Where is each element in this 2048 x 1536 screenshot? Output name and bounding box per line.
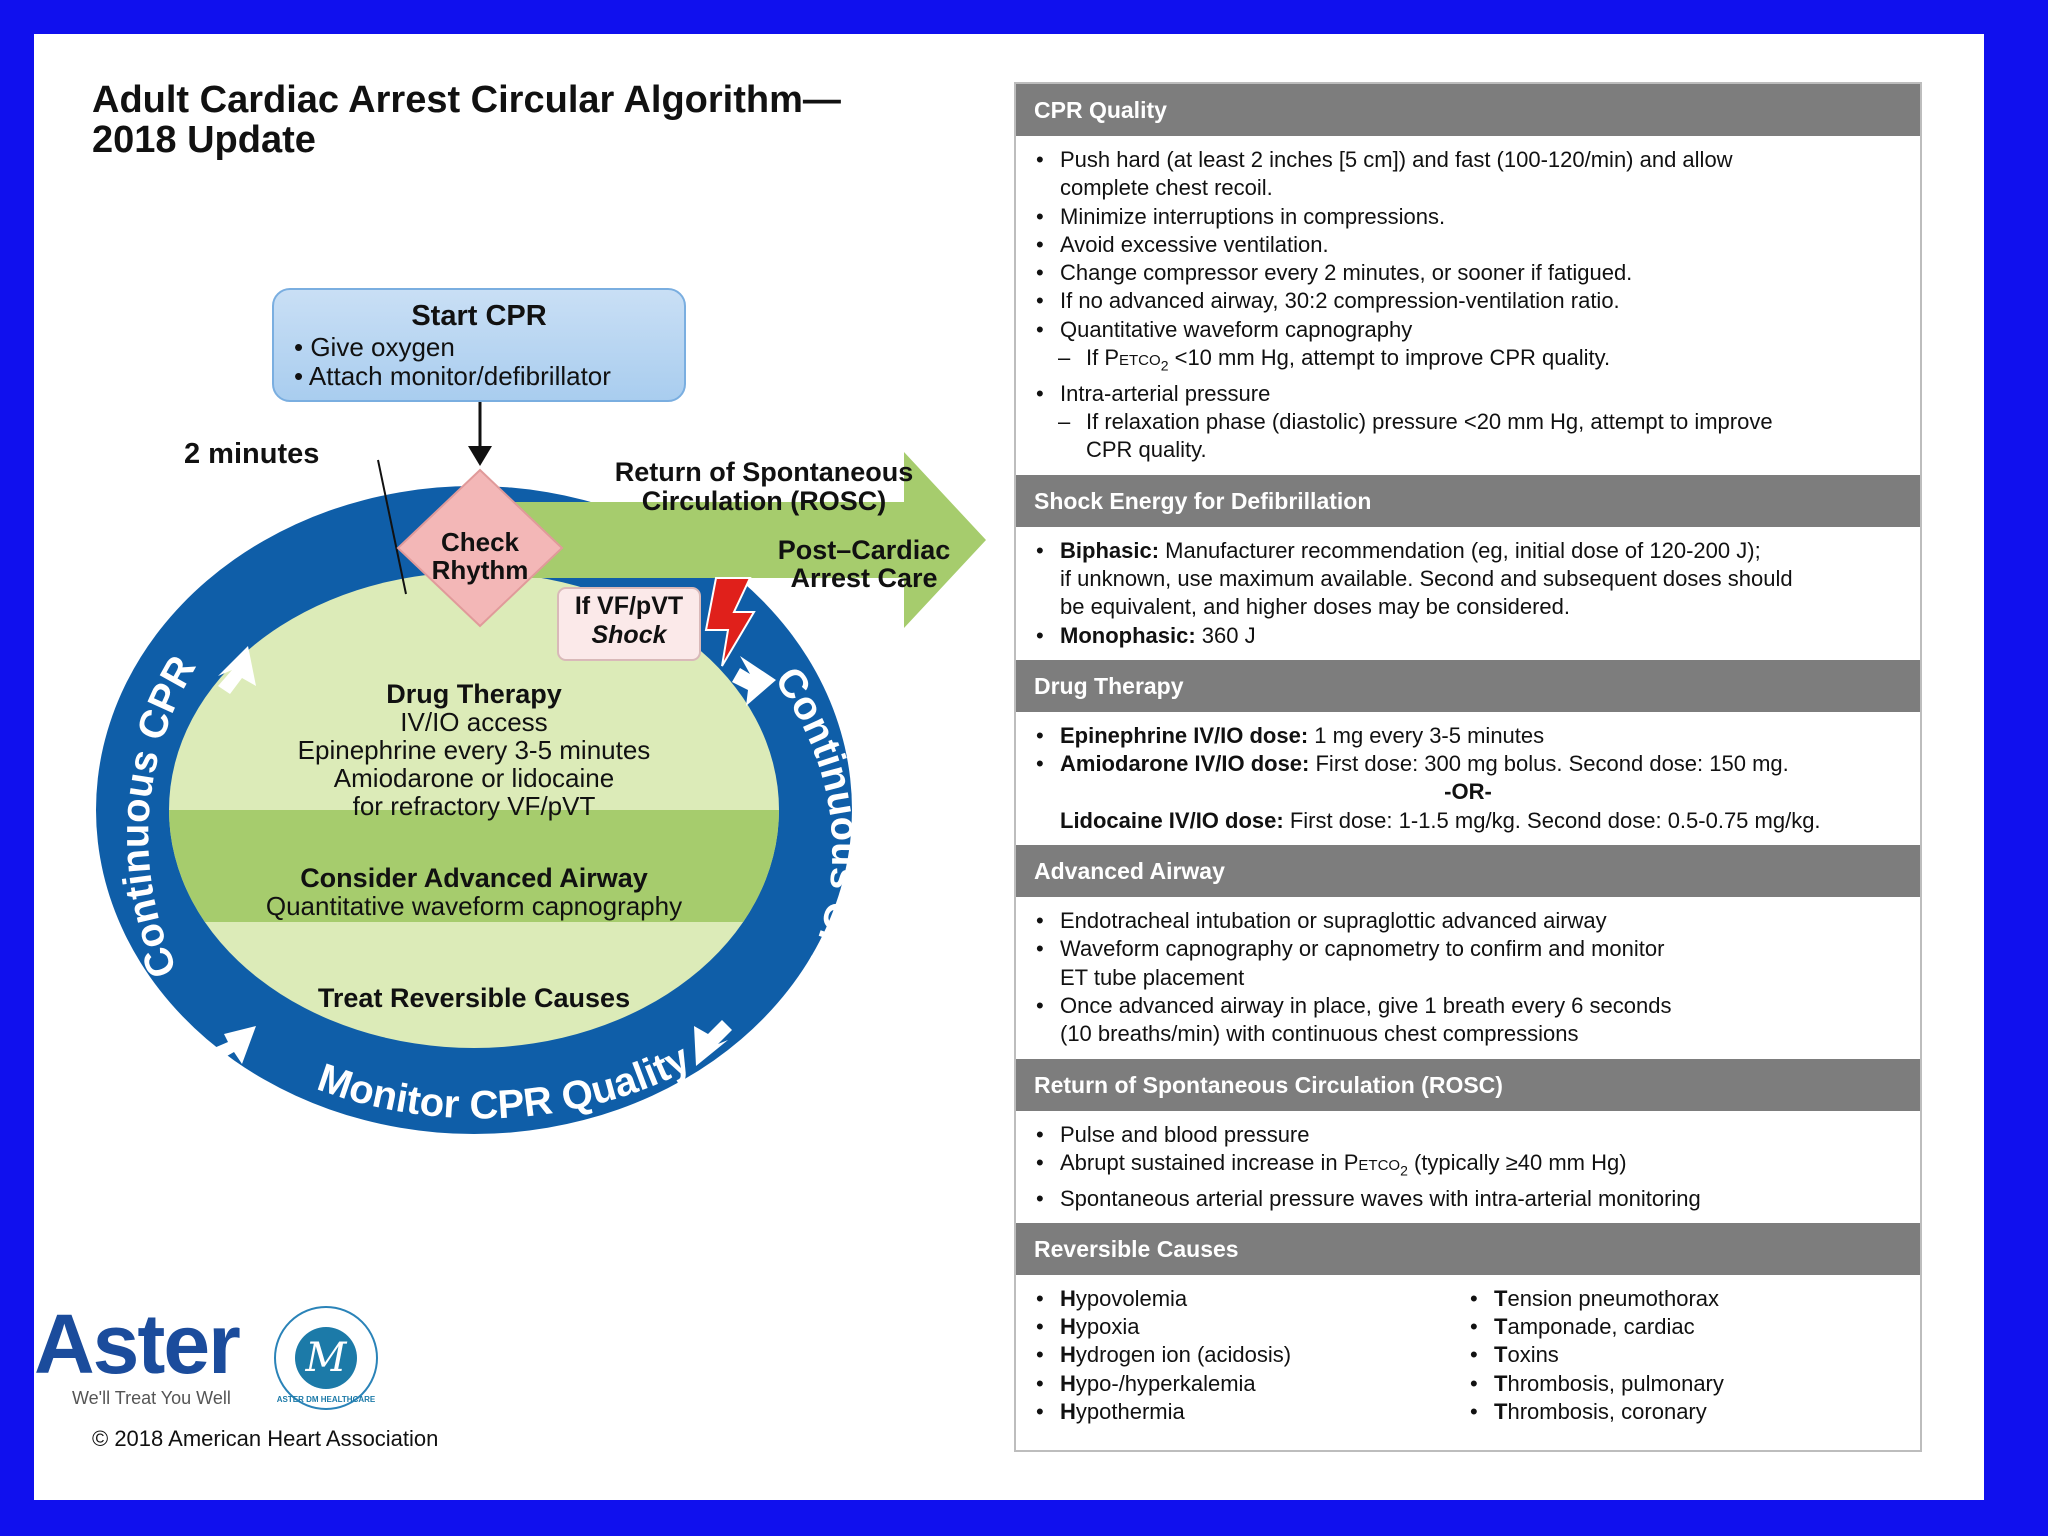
start-cpr-box: Start CPR • Give oxygen • Attach monitor… [272,288,686,402]
start-item: • Give oxygen [294,332,455,362]
list-item: If no advanced airway, 30:2 compression-… [1034,287,1902,316]
list-item: Toxins [1468,1341,1902,1370]
arrow-up-left-icon-2 [214,1026,256,1064]
list-item: Quantitative waveform capnography [1034,316,1902,345]
drug-line: for refractory VF/pVT [352,791,596,821]
list-item: Tension pneumothorax [1468,1285,1902,1314]
list-item: Abrupt sustained increase in Petco2 (typ… [1034,1149,1902,1185]
list-item: Intra-arterial pressure [1034,380,1902,409]
post-cardiac-care-label: Post–Cardiac Arrest Care [777,535,951,593]
aster-tagline: We'll Treat You Well [72,1388,231,1408]
advanced-airway-heading: Consider Advanced Airway [300,863,648,893]
ring-arrows [214,646,776,1066]
list-item: Hypoxia [1034,1313,1468,1342]
aster-seal-mark: M [295,1327,357,1389]
section-reversible-causes: Hypovolemia Hypoxia Hydrogen ion (acidos… [1016,1275,1920,1436]
list-item: Spontaneous arterial pressure waves with… [1034,1185,1902,1214]
drug-therapy-heading: Drug Therapy [386,679,562,709]
section-drug-therapy: Epinephrine IV/IO dose: 1 mg every 3-5 m… [1016,712,1920,845]
drug-line: IV/IO access [400,707,548,737]
rosc-label: Return of Spontaneous Circulation (ROSC) [614,457,914,516]
start-item: • Attach monitor/defibrillator [294,361,611,391]
reversible-causes-heading: Treat Reversible Causes [317,983,631,1013]
airway-line: Quantitative waveform capnography [265,891,683,921]
rosc-arrow [514,452,986,628]
section-cpr-quality: Push hard (at least 2 inches [5 cm]) and… [1016,136,1920,475]
aster-seal-logo: M ASTER DM HEALTHCARE [274,1306,378,1410]
algorithm-diagram: Continuous CPR Continuous CPR Monitor CP… [34,34,1014,1284]
list-item: Hypovolemia [1034,1285,1468,1314]
list-item: Minimize interruptions in compressions. [1034,203,1902,232]
info-panel: CPR Quality Push hard (at least 2 inches… [1014,82,1922,1452]
sub-item: If Petco2 <10 mm Hg, attempt to improve … [1034,344,1902,380]
list-item: Monophasic: 360 J [1034,622,1902,651]
section-header-shock-energy: Shock Energy for Defibrillation [1016,474,1920,527]
list-item: Tamponade, cardiac [1468,1313,1902,1342]
list-item: Change compressor every 2 minutes, or so… [1034,259,1902,288]
list-item: Push hard (at least 2 inches [5 cm]) and… [1034,146,1902,203]
shock-label: If VF/pVT Shock [574,592,684,649]
list-item: Pulse and blood pressure [1034,1121,1902,1150]
list-item: Waveform capnography or capnometry to co… [1034,935,1902,992]
drug-line: Amiodarone or lidocaine [333,763,615,793]
list-item: Epinephrine IV/IO dose: 1 mg every 3-5 m… [1034,722,1902,751]
section-shock-energy: Biphasic: Manufacturer recommendation (e… [1016,527,1920,660]
list-item: Avoid excessive ventilation. [1034,231,1902,260]
list-item: Lidocaine IV/IO dose: First dose: 1-1.5 … [1060,807,1821,833]
section-rosc: Pulse and blood pressure Abrupt sustaine… [1016,1111,1920,1223]
h-causes-column: Hypovolemia Hypoxia Hydrogen ion (acidos… [1034,1285,1468,1427]
list-item: Thrombosis, coronary [1468,1398,1902,1427]
two-minutes-label: 2 minutes [184,438,320,470]
diagram-graphics: Continuous CPR Continuous CPR Monitor CP… [96,402,986,1134]
shock-box [557,587,701,661]
start-cpr-heading: Start CPR [411,300,547,332]
or-separator: -OR- [1444,779,1492,805]
check-rhythm-diamond [396,468,564,628]
list-item: Hydrogen ion (acidosis) [1034,1341,1468,1370]
section-header-cpr-quality: CPR Quality [1016,84,1920,136]
aster-logo-word: Aster [34,1297,241,1391]
list-item: Endotracheal intubation or supraglottic … [1034,907,1902,936]
list-item: Hypo-/hyperkalemia [1034,1370,1468,1399]
list-item: Once advanced airway in place, give 1 br… [1034,992,1902,1049]
section-header-reversible-causes: Reversible Causes [1016,1222,1920,1275]
lightning-bolt-icon [704,577,756,667]
advanced-airway-block: Consider Advanced Airway Quantitative wa… [214,864,734,920]
arrow-up-left-icon [218,646,256,694]
airway-band [169,810,779,922]
reversible-causes-block: Treat Reversible Causes [234,984,714,1012]
section-header-rosc: Return of Spontaneous Circulation (ROSC) [1016,1058,1920,1111]
section-header-drug-therapy: Drug Therapy [1016,659,1920,712]
list-item: Thrombosis, pulmonary [1468,1370,1902,1399]
sub-item: If relaxation phase (diastolic) pressure… [1034,408,1902,465]
list-item: Hypothermia [1034,1398,1468,1427]
aster-seal-text: ASTER DM HEALTHCARE [276,1395,376,1404]
slide: Adult Cardiac Arrest Circular Algorithm—… [34,34,1984,1500]
page-title: Adult Cardiac Arrest Circular Algorithm—… [92,79,841,161]
drug-therapy-block: Drug Therapy IV/IO access Epinephrine ev… [234,680,714,820]
section-header-advanced-airway: Advanced Airway [1016,845,1920,898]
check-rhythm-label: Check Rhythm [431,527,529,585]
t-causes-column: Tension pneumothorax Tamponade, cardiac … [1468,1285,1902,1427]
drug-line: Epinephrine every 3-5 minutes [297,735,651,765]
copyright: © 2018 American Heart Association [92,1426,439,1451]
arrow-down-right-icon [732,656,776,706]
section-advanced-airway: Endotracheal intubation or supraglottic … [1016,897,1920,1058]
list-item: Amiodarone IV/IO dose: First dose: 300 m… [1034,750,1902,779]
arrow-down-left-icon [694,1020,732,1066]
list-item: Biphasic: Manufacturer recommendation (e… [1034,537,1902,622]
